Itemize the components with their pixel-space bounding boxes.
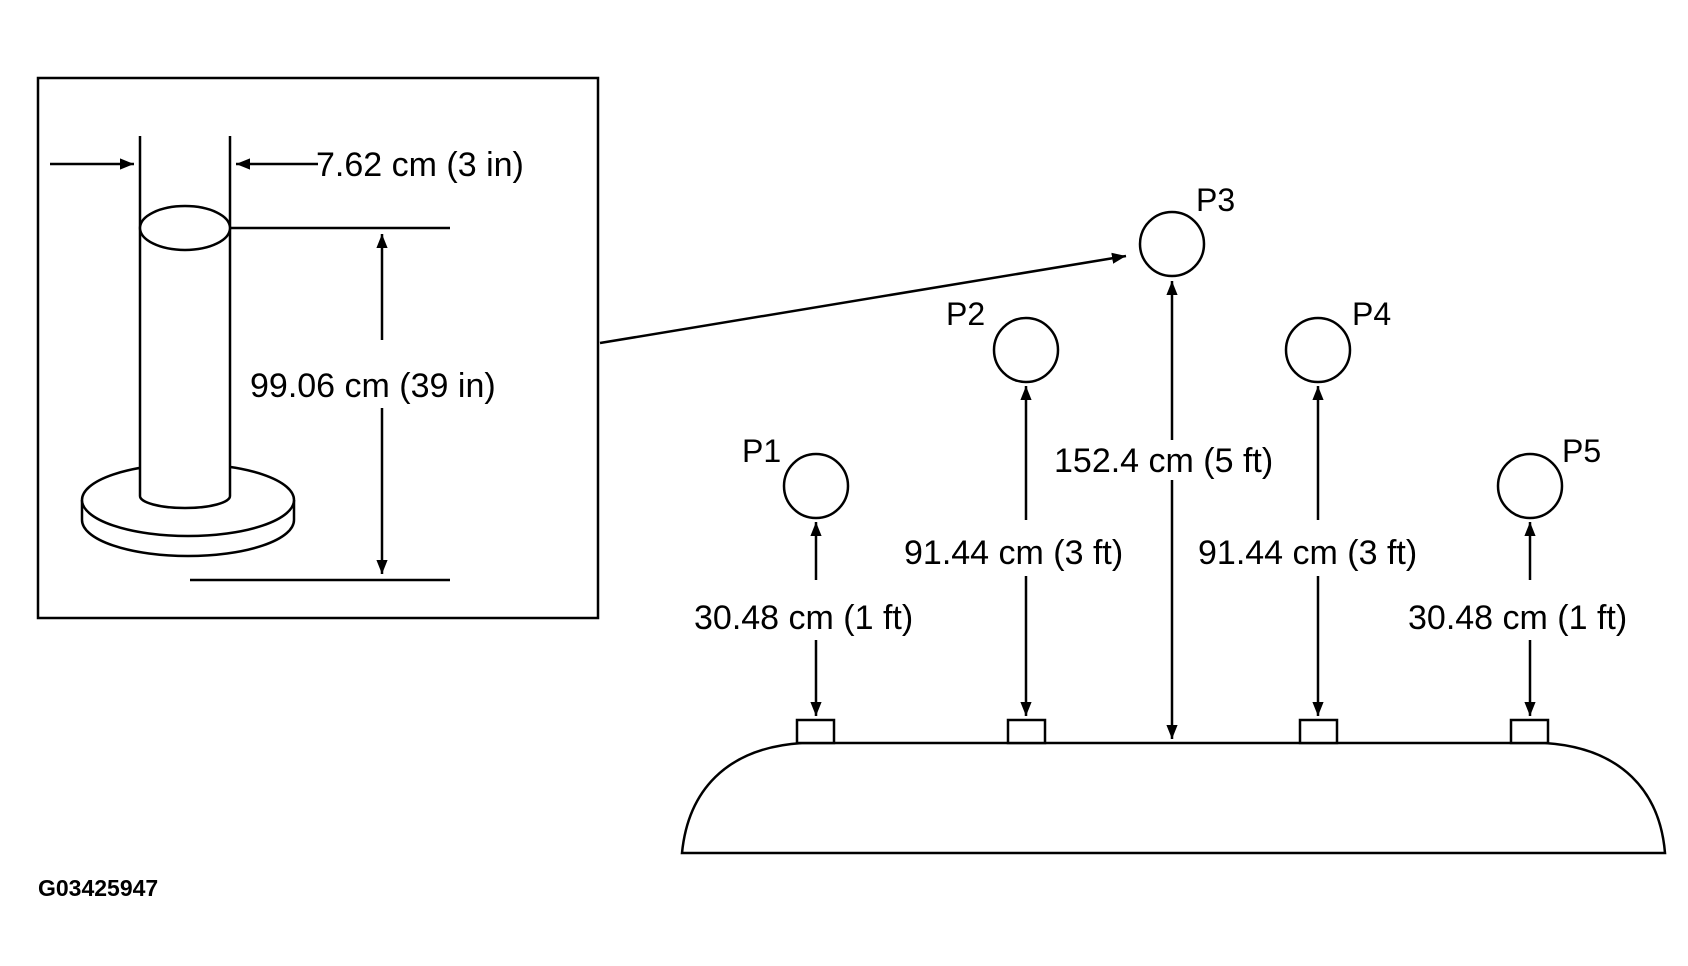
point-label: P2	[946, 296, 985, 332]
distance-label: 30.48 cm (1 ft)	[1408, 599, 1627, 637]
sensor-block	[1006, 718, 1047, 745]
point-label: P4	[1352, 296, 1391, 332]
diameter-label: 7.62 cm (3 in)	[316, 146, 524, 184]
sensor-block	[795, 718, 836, 745]
height-label: 99.06 cm (39 in)	[250, 367, 496, 405]
distance-label: 152.4 cm (5 ft)	[1054, 442, 1273, 480]
point-p2: P2 91.44 cm (3 ft)	[904, 296, 1123, 716]
height-dimension: 99.06 cm (39 in)	[190, 226, 496, 582]
diameter-dimension: 7.62 cm (3 in)	[50, 146, 524, 184]
rod-top-ellipse	[138, 204, 232, 252]
probe-circle	[1496, 452, 1564, 520]
main-diagram: P1 30.48 cm (1 ft) P2 91.44 cm (3 ft) P3…	[680, 182, 1667, 855]
point-label: P3	[1196, 182, 1235, 218]
point-p5: P5 30.48 cm (1 ft)	[1408, 433, 1627, 716]
inset-detail: 7.62 cm (3 in) 99.06 cm (39 in)	[36, 76, 600, 620]
figure-id: G03425947	[38, 875, 158, 901]
probe-circle	[1284, 316, 1352, 384]
sensor-block	[1509, 718, 1550, 745]
stand-rod	[138, 136, 232, 510]
point-label: P5	[1562, 433, 1601, 469]
leader-arrow	[599, 252, 1127, 345]
point-p1: P1 30.48 cm (1 ft)	[694, 433, 913, 716]
distance-label: 91.44 cm (3 ft)	[904, 534, 1123, 572]
probe-circle	[1138, 210, 1206, 278]
sensor-block	[1298, 718, 1339, 745]
point-label: P1	[742, 433, 781, 469]
point-p4: P4 91.44 cm (3 ft)	[1198, 296, 1417, 716]
distance-label: 30.48 cm (1 ft)	[694, 599, 913, 637]
probe-circle	[782, 452, 850, 520]
point-p3: P3 152.4 cm (5 ft)	[1054, 182, 1273, 739]
distance-label: 91.44 cm (3 ft)	[1198, 534, 1417, 572]
dome-surface	[680, 741, 1667, 855]
probe-circle	[992, 316, 1060, 384]
inset-frame	[36, 76, 600, 620]
